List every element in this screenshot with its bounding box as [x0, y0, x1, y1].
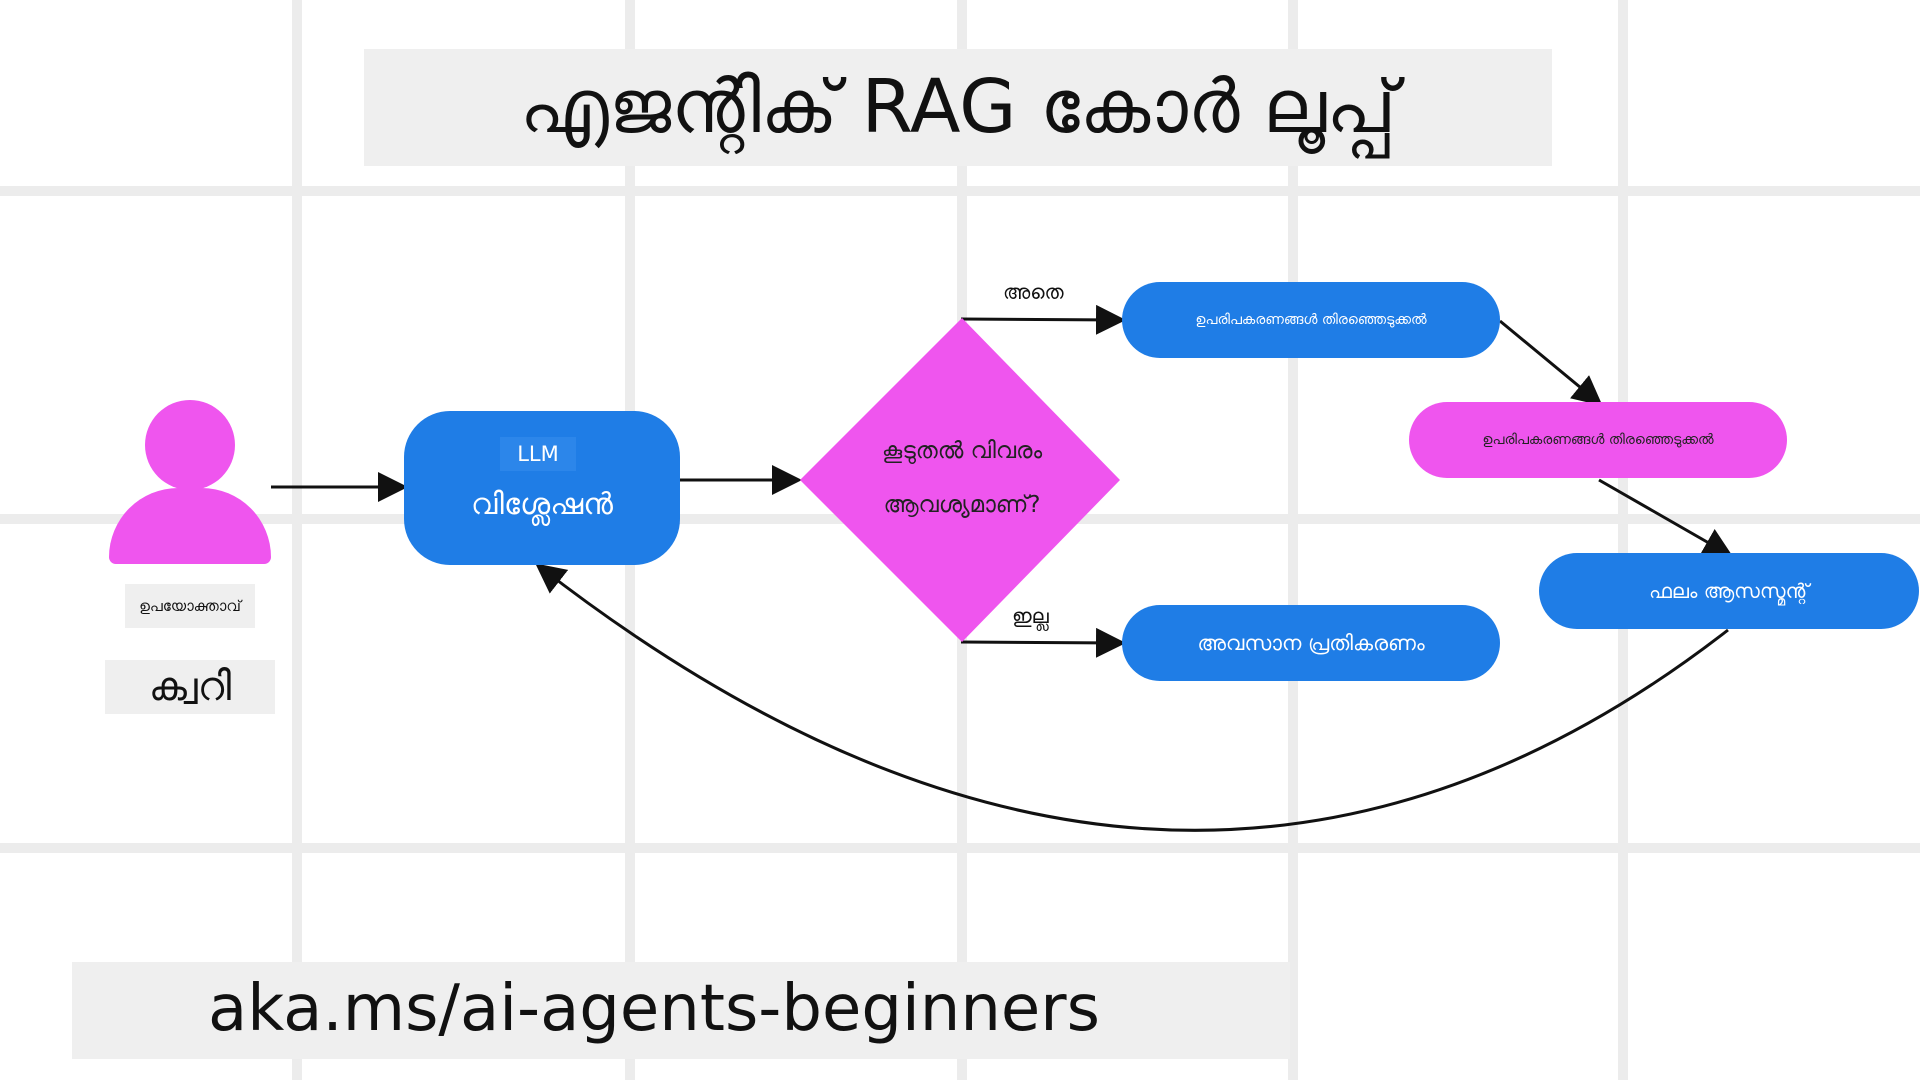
edge-label-no: ഇല്ല — [1012, 604, 1049, 628]
query-label-text: ക്വറി — [148, 664, 232, 710]
llm-analysis-label: വിശ്ലേഷൻ — [471, 487, 613, 522]
final-response-label: അവസാന പ്രതികരണം — [1197, 630, 1425, 655]
footer-url: aka.ms/ai-agents-beginners — [208, 972, 1100, 1046]
user-label: ഉപയോക്താവ് — [125, 584, 255, 628]
diagram-title: എജന്റിക് RAG കോർ ലൂപ്പ് — [519, 64, 1397, 150]
arrow-pink-to-evaluate — [1598, 478, 1734, 557]
decision-line-2: ആവശ്യമാണ്? — [883, 492, 1041, 518]
user-label-text: ഉപയോക്താവ് — [139, 597, 241, 615]
result-evaluation-label: ഫലം ആസസ്മന്റ് — [1649, 579, 1809, 603]
title-banner: എജന്റിക് RAG കോർ ലൂപ്പ് — [364, 49, 1552, 166]
decision-line-1: കൂടുതൽ വിവരം — [881, 438, 1043, 464]
arrow-loop-back — [535, 563, 1729, 832]
footer-banner: aka.ms/ai-agents-beginners — [72, 962, 1290, 1059]
tool-execution-label: ഉപരിപകരണങ്ങൾ തിരഞ്ഞെടുക്കൽ — [1482, 432, 1714, 448]
arrow-tools-to-pink — [1499, 319, 1603, 406]
grid-line — [0, 186, 1920, 196]
decision-diamond — [800, 318, 1120, 642]
user-icon-head — [145, 400, 235, 490]
arrow-no — [960, 627, 1126, 658]
grid-line — [1618, 0, 1628, 1080]
grid-line — [292, 0, 302, 1080]
tool-selection-label: ഉപരിപകരണങ്ങൾ തിരഞ്ഞെടുക്കൽ — [1195, 312, 1427, 328]
result-evaluation-node: ഫലം ആസസ്മന്റ് — [1539, 553, 1919, 629]
final-response-node: അവസാന പ്രതികരണം — [1122, 605, 1500, 681]
arrow-yes — [960, 304, 1126, 335]
query-label: ക്വറി — [105, 660, 275, 714]
grid-line — [1288, 0, 1298, 1080]
llm-tag: LLM — [500, 437, 576, 471]
grid-line — [0, 843, 1920, 853]
tool-execution-node: ഉപരിപകരണങ്ങൾ തിരഞ്ഞെടുക്കൽ — [1409, 402, 1787, 478]
llm-analysis-node: LLM വിശ്ലേഷൻ — [404, 411, 680, 565]
tool-selection-node: ഉപരിപകരണങ്ങൾ തിരഞ്ഞെടുക്കൽ — [1122, 282, 1500, 358]
edge-label-yes: അതെ — [1003, 280, 1064, 304]
